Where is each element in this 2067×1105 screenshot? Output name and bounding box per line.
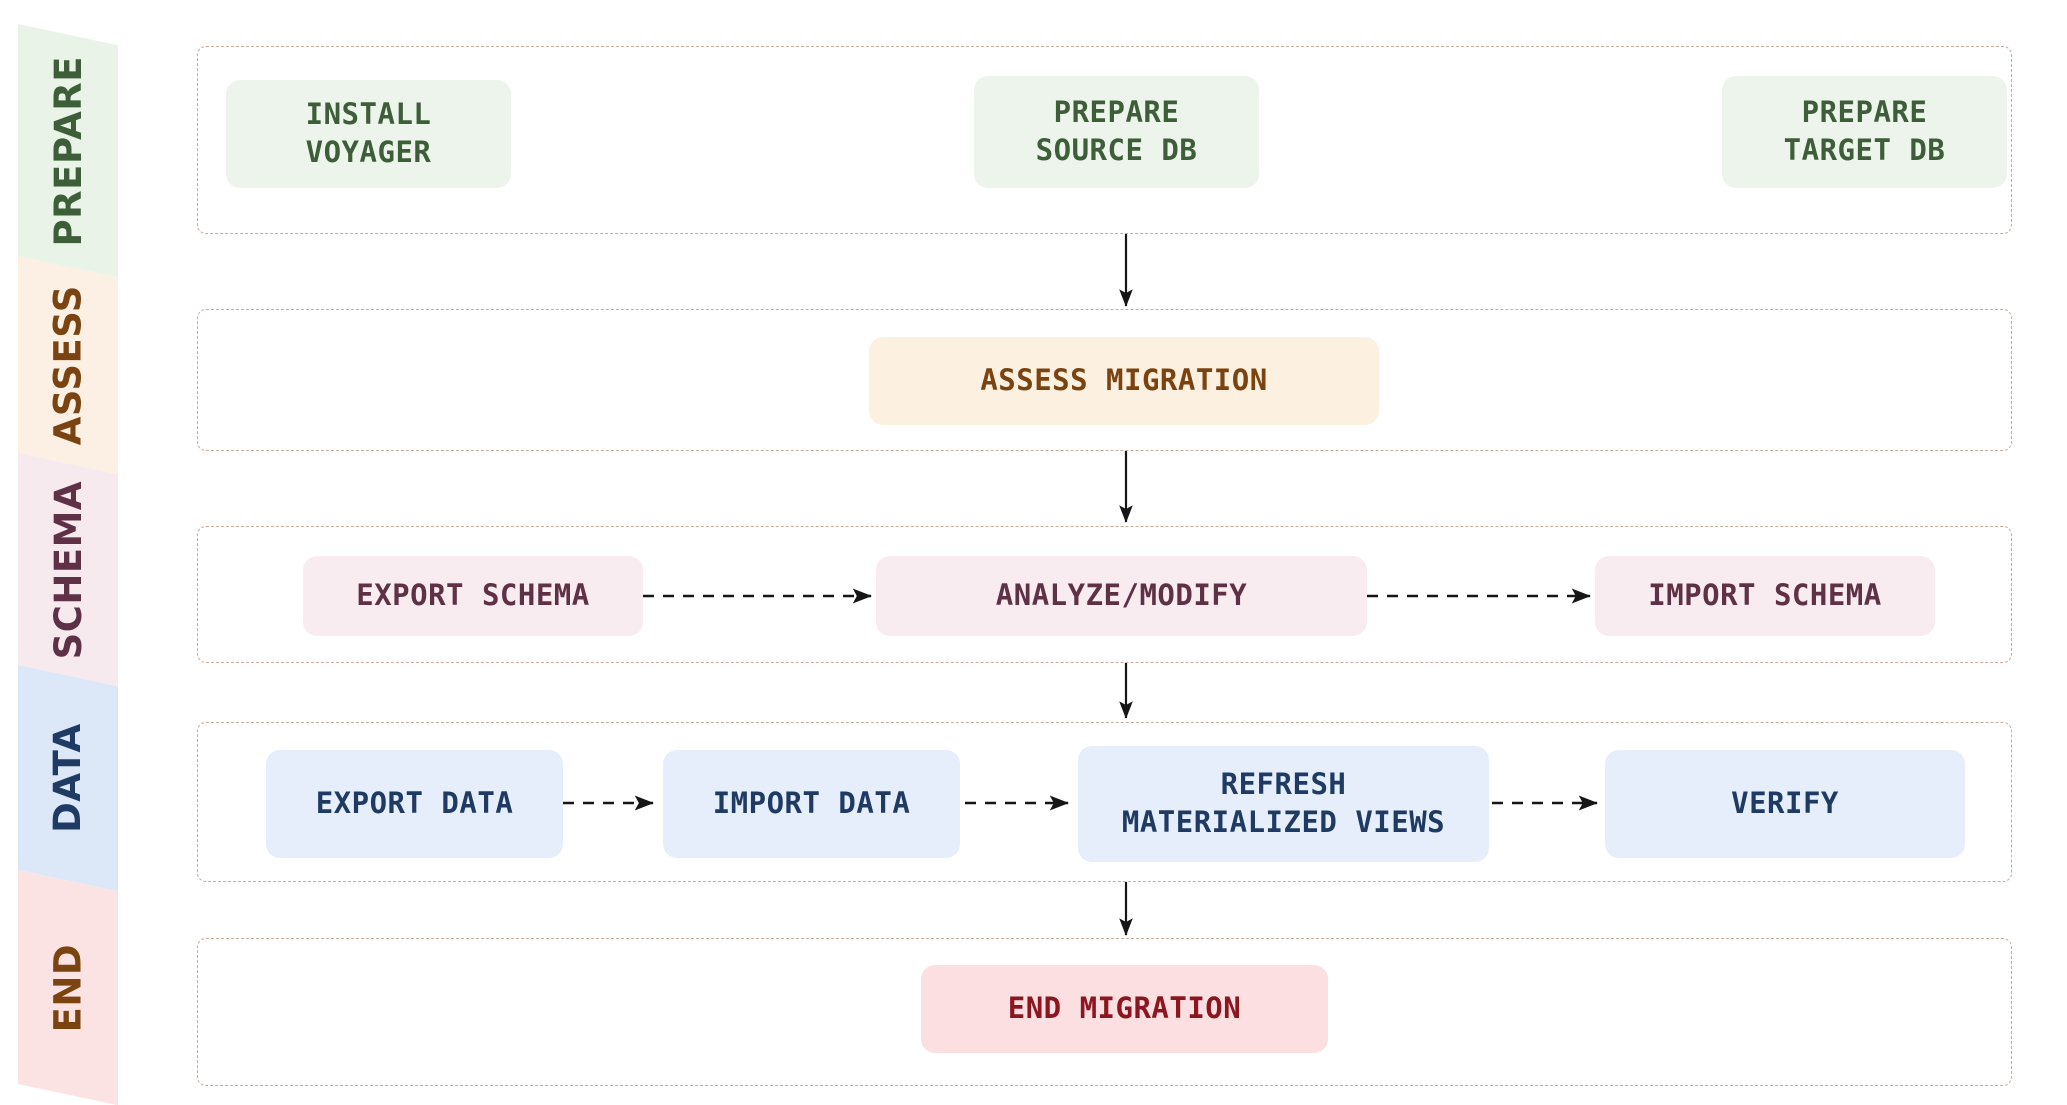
- node-verify[interactable]: VERIFY: [1605, 750, 1965, 858]
- phase-ribbon: PREPARE ASSESS SCHEMA DATA END: [18, 24, 118, 1105]
- phase-label-data: DATA: [46, 723, 90, 833]
- node-assess-migration[interactable]: ASSESS MIGRATION: [869, 337, 1379, 425]
- node-import-schema[interactable]: IMPORT SCHEMA: [1595, 556, 1935, 636]
- node-prepare-target-db[interactable]: PREPARE TARGET DB: [1722, 76, 2007, 188]
- node-prepare-source-db[interactable]: PREPARE SOURCE DB: [974, 76, 1259, 188]
- node-install-voyager[interactable]: INSTALL VOYAGER: [226, 80, 511, 188]
- node-export-schema[interactable]: EXPORT SCHEMA: [303, 556, 643, 636]
- phase-label-schema: SCHEMA: [46, 480, 90, 659]
- phase-row-schema: [197, 526, 2012, 663]
- phase-band-data: DATA: [18, 665, 118, 892]
- node-end-migration[interactable]: END MIGRATION: [921, 965, 1328, 1053]
- node-analyze-modify[interactable]: ANALYZE/MODIFY: [876, 556, 1367, 636]
- phase-band-end: END: [18, 870, 118, 1105]
- phase-row-prepare: [197, 46, 2012, 234]
- phase-label-end: END: [46, 943, 90, 1032]
- phase-label-assess: ASSESS: [46, 285, 90, 446]
- phase-band-prepare: PREPARE: [18, 24, 118, 278]
- phase-band-schema: SCHEMA: [18, 453, 118, 687]
- node-import-data[interactable]: IMPORT DATA: [663, 750, 960, 858]
- phase-band-assess: ASSESS: [18, 256, 118, 475]
- phase-row-data: [197, 722, 2012, 882]
- phase-label-prepare: PREPARE: [46, 55, 90, 246]
- phase-row-end: [197, 938, 2012, 1086]
- phase-row-assess: [197, 309, 2012, 451]
- node-refresh-materialized-views[interactable]: REFRESH MATERIALIZED VIEWS: [1078, 746, 1489, 862]
- node-export-data[interactable]: EXPORT DATA: [266, 750, 563, 858]
